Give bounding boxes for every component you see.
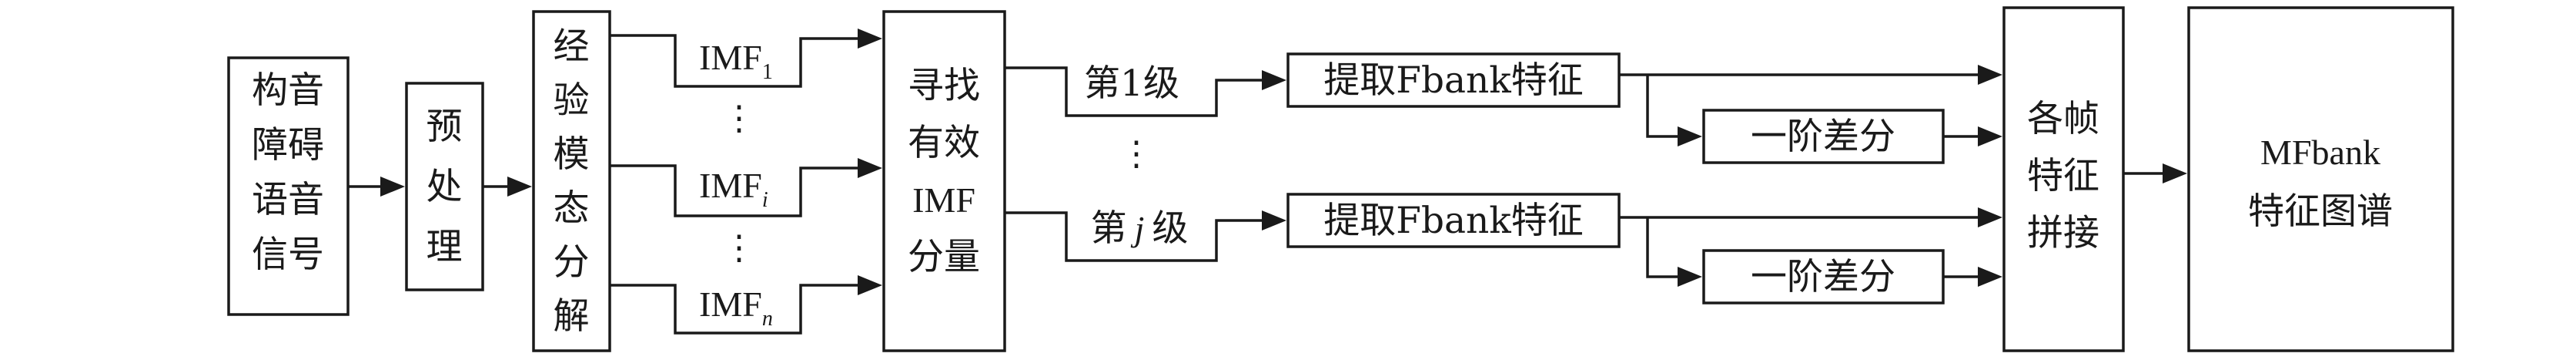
mfbank-label-line-1: MFbank <box>2260 133 2380 172</box>
find-imf-label-line-4: 分量 <box>908 236 980 278</box>
signal-box: 构音 障碍 语音 信号 <box>227 56 350 316</box>
fbank-box-level-j: 提取Fbank特征 <box>1286 193 1621 248</box>
splice-label-line-1: 各帧 <box>2027 98 2099 140</box>
emd-box: 经 验 模 态 分 解 <box>532 10 611 352</box>
fbank-label-level-j: 提取Fbank特征 <box>1323 200 1583 242</box>
delta-box-level-1: 一阶差分 <box>1702 109 1945 164</box>
preprocess-label-line-2: 处 <box>427 166 463 208</box>
preprocess-label-line-1: 预 <box>427 106 463 148</box>
edge-delta-j-to-splice <box>1943 267 2002 287</box>
edge-imf-i <box>610 158 882 217</box>
delta-label-level-j: 一阶差分 <box>1751 256 1895 298</box>
emd-label-line-1: 经 <box>554 25 590 68</box>
imf-ellipsis-2: ⋮ <box>722 228 756 267</box>
splice-label-line-2: 特征 <box>2027 155 2099 197</box>
signal-label-line-3: 语音 <box>252 179 324 221</box>
fbank-label-level-1: 提取Fbank特征 <box>1323 59 1583 102</box>
edge-fbank-j-to-splice <box>1619 207 2002 227</box>
emd-label-line-5: 分 <box>554 241 590 284</box>
edge-signal-to-preprocess <box>348 177 405 197</box>
edge-imf-1 <box>610 29 882 88</box>
splice-label-line-3: 拼接 <box>2027 212 2099 254</box>
edge-level-1 <box>1005 66 1286 117</box>
delta-box-level-j: 一阶差分 <box>1702 249 1945 304</box>
imf-ellipsis-1: ⋮ <box>722 99 756 138</box>
splice-box: 各帧 特征 拼接 <box>2002 6 2125 352</box>
find-imf-label-line-3: IMF <box>912 180 975 220</box>
edge-fbank-j-to-delta <box>1646 217 1702 287</box>
signal-label-line-4: 信号 <box>252 234 324 276</box>
preprocess-label-line-3: 理 <box>427 226 463 268</box>
edge-imf-n <box>610 275 882 335</box>
imf-1-label: IMF1 <box>699 38 773 84</box>
emd-label-line-3: 模 <box>554 133 590 176</box>
signal-label-line-2: 障碍 <box>252 124 324 167</box>
emd-label-line-4: 态 <box>554 187 590 230</box>
find-imf-label-line-1: 寻找 <box>908 65 980 107</box>
edge-splice-to-mfbank <box>2123 163 2187 183</box>
edge-fbank-1-to-splice <box>1619 65 2002 85</box>
mfbank-box: MFbank 特征图谱 <box>2187 6 2454 352</box>
emd-label-line-2: 验 <box>554 79 590 122</box>
edge-delta-1-to-splice <box>1943 126 2002 146</box>
imf-n-label: IMFn <box>699 284 773 331</box>
emd-label-line-6: 解 <box>554 295 590 338</box>
edge-fbank-1-to-delta <box>1646 75 1702 146</box>
mfbank-label-line-2: 特征图谱 <box>2248 190 2393 233</box>
edge-preprocess-to-emd <box>483 177 532 197</box>
fbank-box-level-1: 提取Fbank特征 <box>1286 52 1621 108</box>
edge-level-j <box>1005 210 1286 262</box>
find-imf-label-line-2: 有效 <box>908 122 980 164</box>
signal-label-line-1: 构音 <box>252 69 324 112</box>
imf-i-label: IMFi <box>699 166 768 212</box>
delta-label-level-1: 一阶差分 <box>1751 116 1895 158</box>
preprocess-box: 预 处 理 <box>405 82 484 291</box>
find-imf-box: 寻找 有效 IMF 分量 <box>882 10 1006 352</box>
level-1-label: 第1级 <box>1084 62 1179 105</box>
level-ellipsis: ⋮ <box>1119 134 1153 173</box>
